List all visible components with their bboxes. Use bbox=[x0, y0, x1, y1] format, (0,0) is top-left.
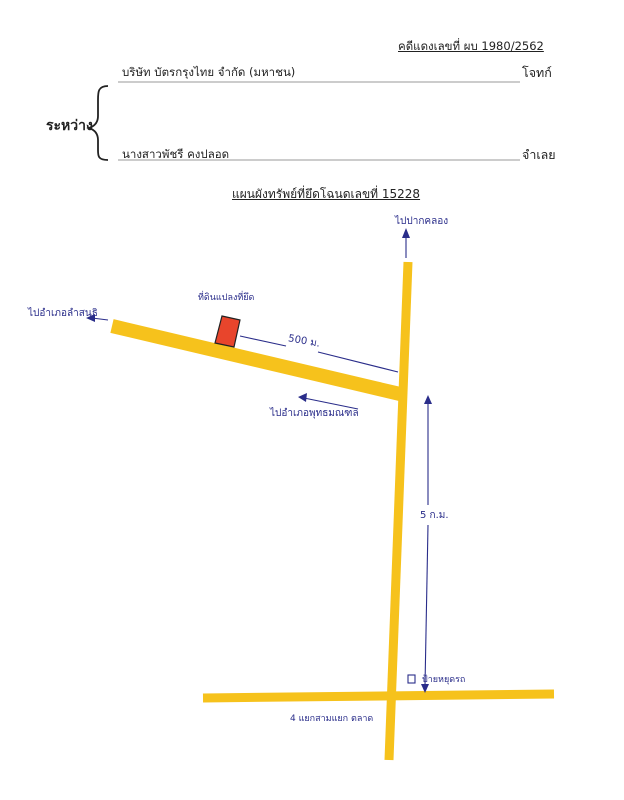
property-parcel-icon bbox=[214, 315, 241, 348]
distance-main-label: 5 ก.ม. bbox=[420, 510, 449, 521]
branch-destination-label: ไปอำเภอพุทธมณฑล bbox=[270, 408, 359, 419]
branch-arrowhead-icon bbox=[298, 393, 307, 402]
annotation-lines bbox=[91, 236, 429, 687]
distance-branch-line-right bbox=[317, 351, 399, 373]
property-marker bbox=[214, 315, 241, 348]
map-title: แผนผังทรัพย์ที่ยึดโฉนดเลขที่ 15228 bbox=[232, 187, 421, 201]
property-label: ที่ดินแปลงที่ยึด bbox=[198, 293, 255, 303]
distance-main-line-bottom bbox=[424, 524, 429, 687]
annotation-arrowheads bbox=[86, 228, 432, 693]
west-arrowhead-icon bbox=[86, 314, 95, 322]
road-network bbox=[110, 261, 555, 761]
distance-branch-line-left bbox=[239, 335, 287, 347]
defendant-role: จำเลย bbox=[522, 147, 556, 162]
distance-bottom-arrowhead-icon bbox=[421, 684, 429, 693]
plaintiff-name: บริษัท บัตรกรุงไทย จำกัด (มหาชน) bbox=[122, 65, 296, 79]
defendant-name: นางสาวพัชรี คงปลอด bbox=[122, 147, 230, 161]
between-label: ระหว่าง bbox=[46, 118, 93, 134]
north-destination-label: ไปปากคลอง bbox=[395, 216, 449, 227]
plaintiff-role: โจทก์ bbox=[522, 65, 552, 80]
cross-road bbox=[202, 689, 555, 703]
landmark-label: ป้ายหยุดรถ bbox=[422, 675, 466, 685]
branch-road bbox=[110, 319, 402, 401]
west-destination-label: ไปอำเภอลำสนธิ bbox=[28, 308, 98, 319]
case-number: คดีแดงเลขที่ ผบ 1980/2562 bbox=[398, 39, 544, 53]
branch-arrow-line bbox=[303, 397, 359, 410]
north-arrowhead-icon bbox=[402, 228, 410, 238]
landmark-icon bbox=[407, 674, 416, 684]
junction-label: 4 แยกสามแยก ตลาด bbox=[290, 714, 374, 724]
brace-shape bbox=[86, 85, 109, 161]
main-road bbox=[384, 261, 413, 761]
distance-top-arrowhead-icon bbox=[424, 395, 432, 404]
